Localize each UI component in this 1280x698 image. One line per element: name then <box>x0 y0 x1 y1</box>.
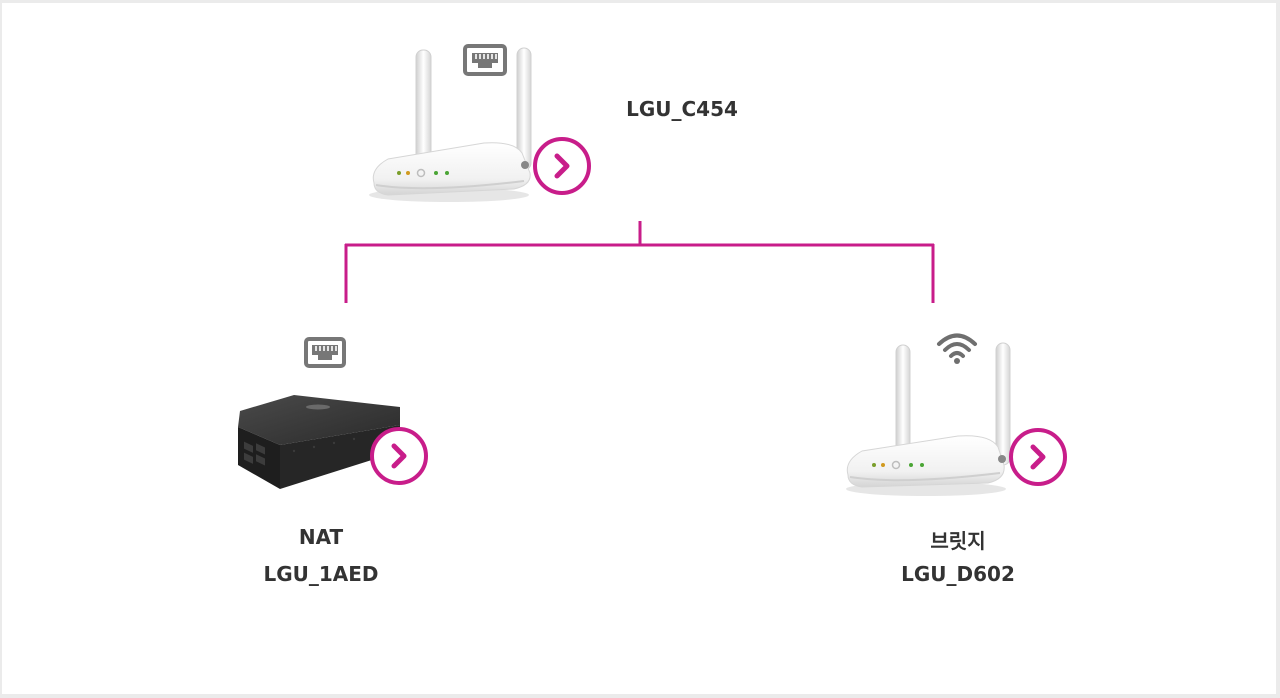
nat-device-detail-button[interactable] <box>370 427 428 485</box>
chevron-right-icon <box>391 443 407 469</box>
chevron-right-icon <box>554 153 570 179</box>
wifi-icon <box>937 333 977 364</box>
network-topology-panel: LGU_C454 <box>2 3 1276 694</box>
topology-connector-lines <box>344 221 935 303</box>
nat-switch-image <box>238 395 400 489</box>
main-router-image <box>369 47 532 202</box>
ethernet-icon <box>463 44 507 76</box>
main-router-name: LGU_C454 <box>626 97 738 121</box>
chevron-right-icon <box>1030 444 1046 470</box>
bridge-device-name: LGU_D602 <box>901 562 1015 586</box>
main-router-detail-button[interactable] <box>533 137 591 195</box>
bridge-device-mode: 브릿지 <box>930 529 986 553</box>
bridge-router-image <box>846 342 1011 496</box>
bridge-device-detail-button[interactable] <box>1009 428 1067 486</box>
nat-device-name: LGU_1AED <box>263 562 379 586</box>
nat-device-mode: NAT <box>298 525 344 549</box>
ethernet-icon <box>304 337 346 368</box>
